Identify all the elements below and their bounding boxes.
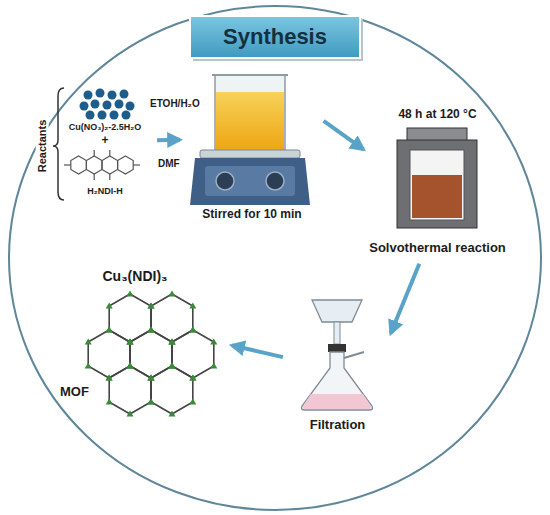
metal-node bbox=[210, 339, 217, 345]
stage-text: MOF bbox=[60, 385, 89, 400]
stirrer-beaker bbox=[212, 75, 288, 150]
bond-stroke bbox=[64, 164, 71, 165]
title: Synthesis bbox=[190, 16, 360, 58]
reactants-group: Cu(NO₃)₂-2.5H₂O + H₂NDI-H bbox=[55, 85, 155, 200]
stage-text: Cu(NO₃)₂-2.5H₂O bbox=[69, 122, 142, 132]
metal-node bbox=[168, 363, 175, 369]
process-arrow bbox=[324, 121, 364, 150]
metal-node bbox=[106, 375, 113, 381]
metal-node bbox=[127, 291, 134, 297]
ring-stroke bbox=[118, 156, 134, 174]
metal-node bbox=[147, 375, 154, 381]
process-arrow bbox=[391, 264, 420, 333]
hex-stroke bbox=[130, 330, 172, 378]
ndi-molecule bbox=[64, 150, 140, 180]
metal-node bbox=[190, 375, 197, 381]
solvent-label: ETOH/H₂O bbox=[150, 98, 200, 110]
metal-node bbox=[127, 339, 134, 345]
metal-node bbox=[169, 363, 176, 369]
ring-stroke bbox=[102, 156, 118, 174]
metal-node bbox=[127, 411, 134, 417]
metal-node bbox=[189, 327, 196, 333]
ring-stroke bbox=[86, 156, 102, 174]
metal-node bbox=[148, 399, 155, 405]
metal-node bbox=[169, 339, 176, 345]
metal-node bbox=[210, 363, 217, 369]
metal-node bbox=[148, 375, 155, 381]
axis-label: Reactants bbox=[36, 118, 49, 175]
hex-stroke bbox=[151, 366, 193, 414]
stirring-stage: Stirred for 10 min bbox=[182, 70, 322, 225]
metal-node bbox=[169, 291, 176, 297]
metal-node bbox=[148, 327, 155, 333]
hex-stroke bbox=[109, 294, 151, 342]
stage-text: Stirred for 10 min bbox=[202, 208, 301, 222]
hotplate bbox=[190, 150, 310, 205]
metal-node bbox=[106, 375, 113, 381]
bond-stroke bbox=[109, 174, 110, 180]
frame-circle bbox=[9, 6, 541, 510]
metal-node bbox=[169, 339, 176, 345]
metal-node bbox=[190, 327, 197, 333]
filtration-flask bbox=[301, 300, 372, 410]
bond-stroke bbox=[94, 150, 95, 156]
metal-node bbox=[147, 399, 154, 405]
metal-node bbox=[168, 339, 175, 345]
bond-stroke bbox=[94, 174, 95, 180]
metal-node bbox=[106, 303, 113, 309]
bond-stroke bbox=[109, 150, 110, 156]
metal-node bbox=[126, 339, 133, 345]
reactants-bracket bbox=[53, 88, 64, 200]
stage-text: Solvothermal reaction bbox=[369, 241, 506, 256]
stage-text: + bbox=[101, 134, 108, 148]
metal-node bbox=[147, 303, 154, 309]
metal-node bbox=[85, 363, 92, 369]
metal-node bbox=[127, 339, 134, 345]
metal-node bbox=[148, 303, 155, 309]
process-arrow bbox=[232, 345, 283, 357]
stage-text: Cu₃(NDI)₃ bbox=[102, 268, 167, 284]
metal-node bbox=[169, 411, 176, 417]
metal-node bbox=[189, 303, 196, 309]
hex-stroke bbox=[88, 330, 130, 378]
bond-stroke bbox=[133, 164, 140, 165]
metal-node bbox=[85, 339, 92, 345]
stage-text: H₂NDI-H bbox=[87, 186, 123, 196]
metal-node bbox=[148, 375, 155, 381]
metal-node bbox=[106, 399, 113, 405]
mof-product: Cu₃(NDI)₃ MOF bbox=[40, 265, 230, 425]
title-box bbox=[190, 16, 360, 58]
metal-node bbox=[189, 375, 196, 381]
metal-node bbox=[127, 363, 134, 369]
metal-node bbox=[106, 327, 113, 333]
metal-node bbox=[147, 327, 154, 333]
copper-salt-dots bbox=[80, 89, 135, 120]
metal-node bbox=[189, 399, 196, 405]
solvothermal-stage: 48 h at 120 °C Solvothermal reaction bbox=[365, 105, 510, 262]
metal-node bbox=[106, 327, 113, 333]
metal-node bbox=[127, 363, 134, 369]
filtration-stage: Filtration bbox=[285, 290, 390, 440]
mof-lattice bbox=[85, 291, 218, 417]
autoclave bbox=[397, 128, 477, 228]
metal-node bbox=[169, 363, 176, 369]
hex-stroke bbox=[172, 330, 214, 378]
metal-node bbox=[126, 363, 133, 369]
stage-text: 48 h at 120 °C bbox=[398, 108, 476, 122]
metal-node bbox=[148, 327, 155, 333]
stage-text: Filtration bbox=[310, 418, 366, 433]
ring-stroke bbox=[71, 156, 87, 174]
hex-stroke bbox=[109, 366, 151, 414]
hex-stroke bbox=[151, 294, 193, 342]
process-arrow bbox=[157, 138, 180, 142]
solvent-label: DMF bbox=[158, 158, 180, 170]
